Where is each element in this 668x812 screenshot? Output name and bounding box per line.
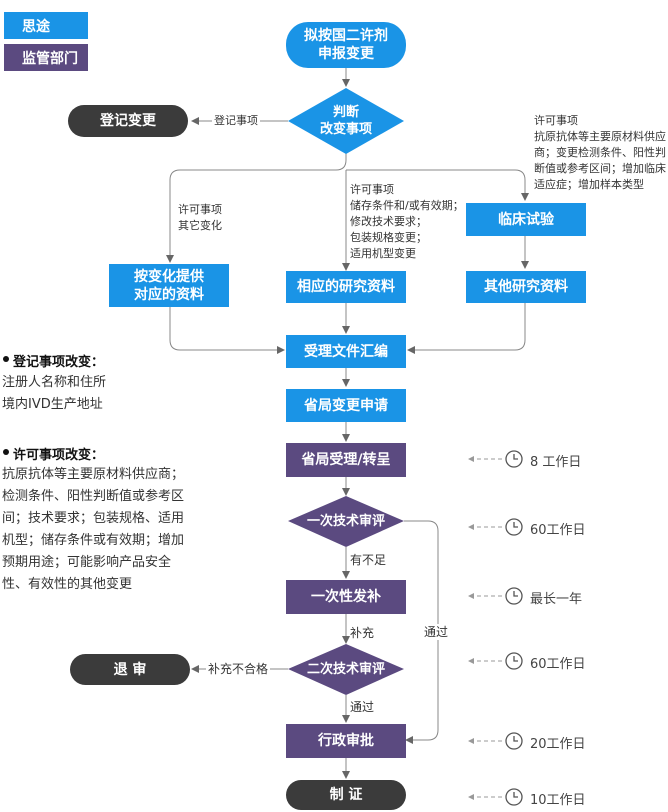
node-by-change: 按变化提供 对应的资料: [109, 264, 229, 307]
timeline-item: 10工作日: [530, 793, 586, 808]
node-supplement-label: 一次性发补: [311, 589, 381, 605]
node-start: 拟按国二许剂 申报变更: [286, 22, 406, 68]
node-clinical: 临床试验: [466, 203, 586, 236]
edge-label-permit-clinical: 许可事项 抗原抗体等主要原材料供应 商；变更检测条件、阳性判 断值或参考区间；增…: [534, 114, 666, 191]
sidebar-permit-title: 许可事项改变：: [13, 448, 105, 463]
node-reject-label: 退 审: [113, 661, 147, 678]
node-prov-accept-label: 省局受理/转呈: [301, 452, 391, 468]
legend-regulator: 监管部门: [4, 44, 88, 71]
edge-label-fail-supplement: 补充不合格: [206, 661, 271, 677]
node-prov-accept: 省局受理/转呈: [286, 443, 406, 477]
node-accept-label: 受理文件汇编: [304, 343, 388, 360]
node-register-change: 登记变更: [68, 105, 188, 137]
node-review1: 一次技术审评: [306, 514, 385, 529]
node-apply: 省局变更申请: [286, 389, 406, 422]
review1-diamond: [288, 496, 404, 547]
node-by-change-label: 按变化提供 对应的资料: [134, 268, 204, 303]
node-certificate: 制 证: [286, 780, 406, 810]
timeline-item: 最长一年: [530, 592, 583, 607]
node-reject: 退 审: [70, 654, 190, 685]
edge-label-permit-other: 许可事项 其它变化: [178, 203, 222, 232]
node-register-change-label: 登记变更: [100, 113, 156, 129]
node-research: 相应的研究资料: [286, 271, 406, 303]
node-judge: 判断 改变事项: [319, 105, 372, 137]
legend-sitoo: 思途: [4, 12, 88, 39]
edge-label-register-item: 登记事项: [212, 113, 260, 129]
edge-label-pass: 通过: [350, 700, 375, 714]
sidebar-permit-line: 预期用途；可能影响产品安全: [2, 555, 172, 570]
judge-diamond: [288, 88, 404, 154]
node-certificate-label: 制 证: [329, 787, 363, 803]
sidebar-register-item: 境内IVD生产地址: [2, 397, 103, 412]
sidebar-permit-line: 性、有效性的其他变更: [2, 577, 133, 592]
node-review2: 二次技术审评: [306, 662, 385, 677]
timeline-item: 8 工作日: [530, 455, 582, 470]
edge-label-pass-right: 通过: [424, 624, 449, 640]
node-start-label: 拟按国二许剂 申报变更: [304, 28, 388, 62]
sidebar-permit-line: 抗原抗体等主要原材料供应商；: [2, 467, 185, 482]
timeline-item: 20工作日: [530, 737, 586, 752]
node-other-research: 其他研究资料: [466, 271, 586, 303]
timeline-item: 60工作日: [530, 523, 586, 538]
node-approve-label: 行政审批: [318, 733, 374, 749]
node-approve: 行政审批: [286, 724, 406, 758]
review2-diamond: [288, 644, 404, 695]
sidebar-register-item: 注册人名称和住所: [2, 375, 107, 390]
edge-label-supplement: 补充: [350, 626, 375, 640]
sidebar-permit-line: 机型；储存条件或有效期；增加: [2, 533, 185, 548]
timeline-item: 60工作日: [530, 657, 586, 672]
node-apply-label: 省局变更申请: [304, 397, 388, 414]
node-research-label: 相应的研究资料: [297, 279, 395, 295]
clock-icon: [505, 450, 523, 806]
sidebar-permit-line: 检测条件、阳性判断值或参考区: [2, 489, 185, 504]
edge-label-insufficient: 有不足: [350, 553, 387, 567]
node-other-research-label: 其他研究资料: [484, 279, 568, 295]
sidebar-register-title: 登记事项改变：: [13, 355, 105, 370]
node-clinical-label: 临床试验: [498, 211, 554, 228]
edge-label-permit-storage: 许可事项 储存条件和/或有效期； 修改技术要求； 包装规格变更； 适用机型变更: [350, 183, 464, 260]
node-accept: 受理文件汇编: [286, 335, 406, 368]
sidebar-permit-line: 间；技术要求；包装规格、适用: [2, 511, 185, 526]
node-supplement: 一次性发补: [286, 580, 406, 614]
